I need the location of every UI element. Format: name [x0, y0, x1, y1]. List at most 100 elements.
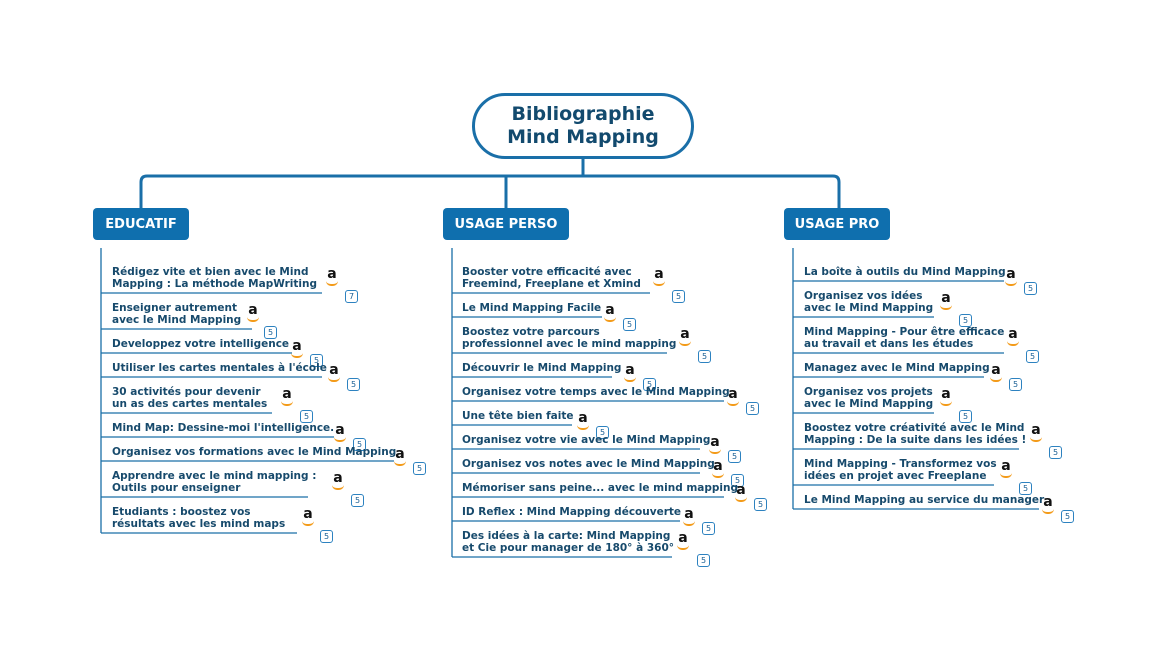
book-item[interactable]: Organisez vos notes avec le Mind Mapping — [462, 458, 715, 470]
book-item[interactable]: Mind Map: Dessine-moi l'intelligence. — [112, 422, 334, 434]
book-title-line: Etudiants : boostez vos — [112, 506, 251, 518]
amazon-icon[interactable]: a — [326, 267, 338, 286]
count-badge: 5 — [264, 326, 277, 339]
book-title-line: Outils pour enseigner — [112, 482, 241, 494]
book-title-line: idées en projet avec Freeplane — [804, 470, 987, 482]
amazon-icon[interactable]: a — [940, 387, 952, 406]
count-badge: 5 — [1019, 482, 1032, 495]
book-title-line: avec le Mind Mapping — [804, 398, 934, 410]
book-item[interactable]: Developpez votre intelligence — [112, 338, 289, 350]
amazon-icon[interactable]: a — [990, 363, 1002, 382]
branch-label: USAGE PERSO — [454, 216, 558, 232]
connector-line — [139, 174, 841, 208]
book-item[interactable]: Organisez votre temps avec le Mind Mappi… — [462, 386, 730, 398]
amazon-icon[interactable]: a — [281, 387, 293, 406]
count-badge: 5 — [698, 350, 711, 363]
count-badge: 5 — [351, 494, 364, 507]
amazon-icon[interactable]: a — [709, 435, 721, 454]
book-item[interactable]: Le Mind Mapping Facile — [462, 302, 601, 314]
amazon-icon[interactable]: a — [302, 507, 314, 526]
amazon-icon[interactable]: a — [940, 291, 952, 310]
amazon-icon[interactable]: a — [712, 459, 724, 478]
count-badge: 5 — [1009, 378, 1022, 391]
book-title-line: Managez avec le Mind Mapping — [804, 362, 990, 374]
book-item[interactable]: ID Reflex : Mind Mapping découverte — [462, 506, 681, 518]
book-item[interactable]: Le Mind Mapping au service du manager — [804, 494, 1044, 506]
amazon-icon[interactable]: a — [334, 423, 346, 442]
count-badge: 5 — [353, 438, 366, 451]
branch-label: USAGE PRO — [794, 216, 880, 232]
amazon-icon[interactable]: a — [332, 471, 344, 490]
branch-label: EDUCATIF — [105, 216, 177, 232]
book-title-line: Découvrir le Mind Mapping — [462, 362, 622, 374]
book-item[interactable]: Mémoriser sans peine... avec le mind map… — [462, 482, 738, 494]
book-title-line: Boostez votre créativité avec le Mind — [804, 422, 1025, 434]
book-item[interactable]: La boîte à outils du Mind Mapping — [804, 266, 1006, 278]
amazon-icon[interactable]: a — [1000, 459, 1012, 478]
book-title-line: Organisez votre temps avec le Mind Mappi… — [462, 386, 730, 398]
amazon-icon[interactable]: a — [624, 363, 636, 382]
amazon-icon[interactable]: a — [677, 531, 689, 550]
book-item[interactable]: Découvrir le Mind Mapping — [462, 362, 621, 374]
count-badge: 5 — [643, 378, 656, 391]
amazon-icon[interactable]: a — [247, 303, 259, 322]
amazon-icon[interactable]: a — [1030, 423, 1042, 442]
amazon-icon[interactable]: a — [1042, 495, 1054, 514]
book-item[interactable]: Organisez votre vie avec le Mind Mapping — [462, 434, 710, 446]
book-title-line: et Cie pour manager de 180° à 360° — [462, 542, 674, 554]
book-item[interactable]: Apprendre avec le mind mapping :Outils p… — [112, 470, 316, 494]
amazon-icon[interactable]: a — [577, 411, 589, 430]
book-title-line: un as des cartes mentales — [112, 398, 268, 410]
book-item[interactable]: Une tête bien faite — [462, 410, 573, 422]
amazon-icon[interactable]: a — [727, 387, 739, 406]
book-title-line: avec le Mind Mapping — [112, 314, 242, 326]
branch-usage-perso[interactable]: USAGE PERSO — [443, 208, 569, 240]
book-title-line: Enseigner autrement — [112, 302, 238, 314]
book-title-line: Rédigez vite et bien avec le Mind — [112, 266, 309, 278]
count-badge: 5 — [347, 378, 360, 391]
book-title-line: Mapping : De la suite dans les idées ! — [804, 434, 1027, 446]
amazon-icon[interactable]: a — [394, 447, 406, 466]
amazon-icon[interactable]: a — [604, 303, 616, 322]
branch-educatif[interactable]: EDUCATIF — [93, 208, 189, 240]
amazon-icon[interactable]: a — [653, 267, 665, 286]
book-title-line: Mind Mapping - Transformez vos — [804, 458, 997, 470]
book-title-line: Organisez vos formations avec le Mind Ma… — [112, 446, 397, 458]
amazon-icon[interactable]: a — [1005, 267, 1017, 286]
count-badge: 5 — [310, 354, 323, 367]
book-title-line: Mémoriser sans peine... avec le mind map… — [462, 482, 739, 494]
count-badge: 5 — [413, 462, 426, 475]
book-title-line: professionnel avec le mind mapping — [462, 338, 677, 350]
branch-usage-pro[interactable]: USAGE PRO — [784, 208, 890, 240]
book-title-line: résultats avec les mind maps — [112, 518, 286, 530]
amazon-icon[interactable]: a — [1007, 327, 1019, 346]
amazon-icon[interactable]: a — [679, 327, 691, 346]
amazon-icon[interactable]: a — [735, 483, 747, 502]
book-item[interactable]: Utiliser les cartes mentales à l'école — [112, 362, 327, 374]
amazon-icon[interactable]: a — [683, 507, 695, 526]
root-node[interactable]: Bibliographie Mind Mapping — [472, 93, 694, 159]
amazon-icon[interactable]: a — [291, 339, 303, 358]
book-title-line: Le Mind Mapping Facile — [462, 302, 602, 314]
book-title-line: ID Reflex : Mind Mapping découverte — [462, 506, 682, 518]
book-item[interactable]: Managez avec le Mind Mapping — [804, 362, 990, 374]
book-title-line: Organisez vos projets — [804, 386, 933, 398]
book-item[interactable]: Organisez vos formations avec le Mind Ma… — [112, 446, 396, 458]
count-badge: 5 — [702, 522, 715, 535]
amazon-icon[interactable]: a — [328, 363, 340, 382]
count-badge: 5 — [697, 554, 710, 567]
count-badge: 5 — [728, 450, 741, 463]
